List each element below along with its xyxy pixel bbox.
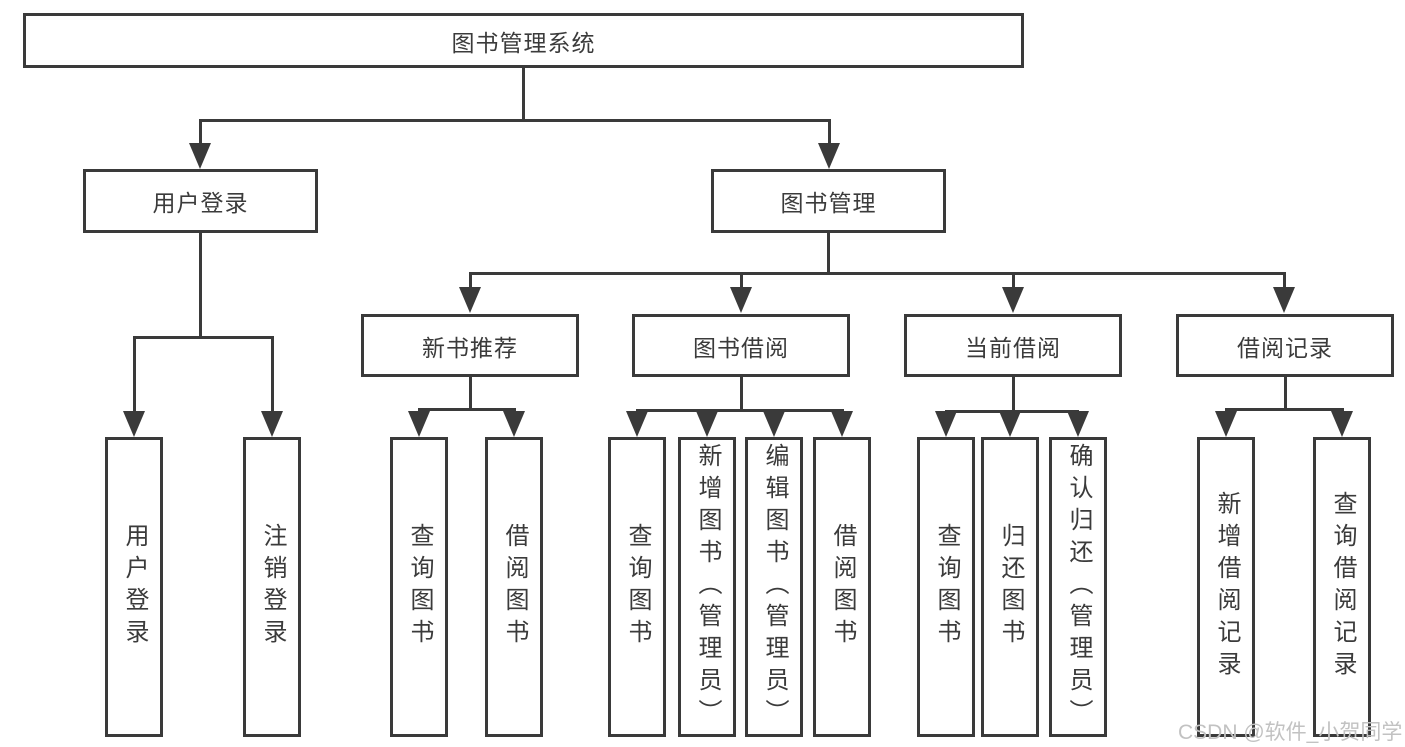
- leaf-label: 查询图书: [933, 523, 960, 651]
- arrow-down-icon: [503, 411, 525, 437]
- leaf-borrow-books-recommend: 借阅图书: [485, 437, 543, 737]
- arrow-down-icon: [696, 411, 718, 437]
- node-label: 图书借阅: [693, 334, 789, 361]
- arrow-down-icon: [626, 411, 648, 437]
- leaf-query-books-borrow: 查询图书: [608, 437, 666, 737]
- arrow-down-icon: [1273, 287, 1295, 313]
- connector-segment: [199, 233, 202, 336]
- connector-segment: [469, 377, 472, 408]
- connector-segment: [133, 336, 274, 339]
- leaf-label: 新增借阅记录: [1213, 491, 1240, 683]
- connector-segment: [636, 409, 844, 412]
- connector-segment: [1012, 272, 1015, 290]
- node-book-management: 图书管理: [711, 169, 946, 233]
- leaf-query-books-current: 查询图书: [917, 437, 975, 737]
- node-label: 图书管理: [780, 190, 877, 216]
- leaf-edit-book-admin: 编辑图书（管理员）: [745, 437, 803, 737]
- node-label: 用户登录: [152, 190, 249, 216]
- leaf-query-books-recommend: 查询图书: [390, 437, 448, 737]
- connector-segment: [469, 272, 1286, 275]
- connector-segment: [199, 119, 202, 146]
- connector-segment: [828, 119, 831, 146]
- arrow-down-icon: [831, 411, 853, 437]
- leaf-return-book: 归还图书: [981, 437, 1039, 737]
- arrow-down-icon: [459, 287, 481, 313]
- node-new-book-recommend: 新书推荐: [361, 314, 579, 377]
- connector-segment: [1225, 408, 1343, 411]
- node-label: 当前借阅: [965, 334, 1061, 361]
- connector-segment: [522, 68, 525, 119]
- arrow-down-icon: [189, 143, 211, 169]
- leaf-label: 归还图书: [997, 523, 1024, 651]
- leaf-label: 查询借阅记录: [1329, 491, 1356, 683]
- leaf-label: 注销登录: [259, 523, 286, 651]
- arrow-down-icon: [261, 411, 283, 437]
- node-label: 新书推荐: [422, 334, 518, 361]
- arrow-down-icon: [408, 411, 430, 437]
- leaf-label: 用户登录: [121, 523, 148, 651]
- leaf-label: 新增图书（管理员）: [694, 443, 721, 731]
- leaf-label: 编辑图书（管理员）: [761, 443, 788, 731]
- node-book-borrow: 图书借阅: [632, 314, 850, 377]
- leaf-user-login: 用户登录: [105, 437, 163, 737]
- leaf-query-borrow-record: 查询借阅记录: [1313, 437, 1371, 737]
- node-label: 借阅记录: [1237, 334, 1333, 361]
- arrow-down-icon: [935, 411, 957, 437]
- leaf-add-borrow-record: 新增借阅记录: [1197, 437, 1255, 737]
- arrow-down-icon: [1002, 287, 1024, 313]
- node-borrow-records: 借阅记录: [1176, 314, 1394, 377]
- arrow-down-icon: [763, 411, 785, 437]
- leaf-label: 查询图书: [624, 523, 651, 651]
- leaf-label: 借阅图书: [501, 523, 528, 651]
- connector-segment: [1284, 377, 1287, 408]
- leaf-add-book-admin: 新增图书（管理员）: [678, 437, 736, 737]
- leaf-label: 借阅图书: [829, 523, 856, 651]
- arrow-down-icon: [1331, 411, 1353, 437]
- connector-segment: [199, 119, 831, 122]
- connector-segment: [133, 336, 136, 414]
- node-current-borrow: 当前借阅: [904, 314, 1122, 377]
- connector-segment: [469, 272, 472, 290]
- leaf-borrow-books: 借阅图书: [813, 437, 871, 737]
- leaf-confirm-return-admin: 确认归还（管理员）: [1049, 437, 1107, 737]
- arrow-down-icon: [123, 411, 145, 437]
- watermark: CSDN @软件_小贺同学: [1178, 721, 1403, 744]
- leaf-label: 查询图书: [406, 523, 433, 651]
- connector-segment: [740, 377, 743, 409]
- arrow-down-icon: [1067, 411, 1089, 437]
- leaf-label: 确认归还（管理员）: [1065, 443, 1092, 731]
- node-root: 图书管理系统: [23, 13, 1024, 68]
- connector-segment: [271, 336, 274, 414]
- leaf-logout: 注销登录: [243, 437, 301, 737]
- arrow-down-icon: [999, 411, 1021, 437]
- node-label: 图书管理系统: [451, 29, 596, 56]
- connector-segment: [418, 408, 516, 411]
- arrow-down-icon: [730, 287, 752, 313]
- arrow-down-icon: [1215, 411, 1237, 437]
- connector-segment: [827, 233, 830, 272]
- connector-segment: [1012, 377, 1015, 410]
- connector-segment: [740, 272, 743, 290]
- arrow-down-icon: [818, 143, 840, 169]
- connector-segment: [1283, 272, 1286, 290]
- node-user-login: 用户登录: [83, 169, 318, 233]
